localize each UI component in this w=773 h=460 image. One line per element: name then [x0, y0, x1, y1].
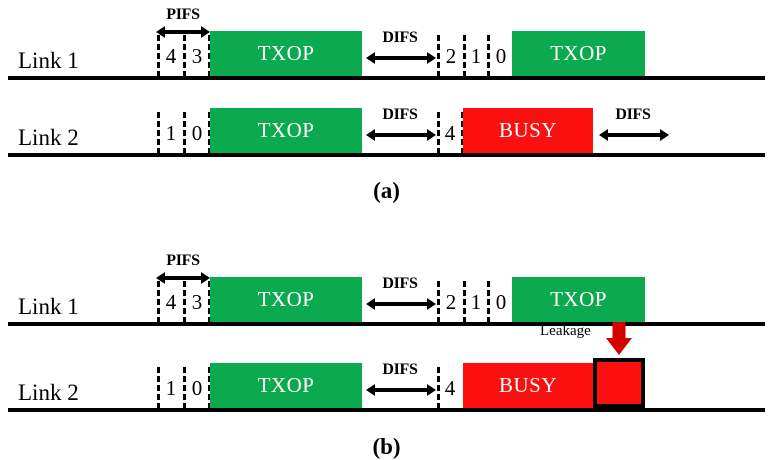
slot-divider [437, 281, 440, 323]
arrow-shaft [372, 133, 430, 137]
arrow-shaft [372, 388, 430, 392]
block-txop-2-link1-a: TXOP [512, 31, 645, 76]
caption-panel-b: (b) [372, 434, 401, 459]
pifs-arrow-link1-b [156, 272, 210, 284]
arrow-shaft [372, 302, 430, 306]
slot-divider [157, 281, 160, 323]
row-label-link2-a: Link 2 [18, 125, 79, 150]
pifs-arrow-link1-a [156, 26, 210, 38]
arrow-head-right [660, 129, 669, 141]
slot-divider [437, 35, 440, 77]
block-txop-link2-b: TXOP [210, 363, 362, 408]
arrow-head-left [366, 52, 375, 64]
arrow-head-right [427, 129, 436, 141]
arrow-tip [606, 338, 632, 355]
slot-number-2: 2 [445, 290, 457, 314]
slot-divider [157, 35, 160, 77]
block-busy-link2-a: BUSY [463, 108, 593, 153]
slot-divider [461, 112, 464, 154]
slot-number-0: 0 [191, 121, 203, 145]
row-label-link2-b: Link 2 [18, 380, 79, 405]
difs-label-link1-b: DIFS [382, 275, 418, 292]
block-txop-1-link1-b: TXOP [210, 277, 362, 322]
slot-number-2: 2 [445, 44, 457, 68]
slot-divider [157, 367, 160, 409]
pifs-label-link1-a: PIFS [166, 6, 200, 23]
slot-number-3: 3 [191, 290, 203, 314]
arrow-head-right [427, 384, 436, 396]
arrow-head-left [366, 384, 375, 396]
slot-divider [463, 35, 466, 77]
panel-a: Link 1 PIFS 4 3 TXOP DIFS [0, 0, 773, 215]
difs-arrow-link1-b [366, 298, 436, 310]
block-txop-1-link1-a: TXOP [210, 31, 362, 76]
slot-number-4: 4 [444, 121, 456, 145]
arrow-head-left [156, 26, 165, 38]
pifs-label-link1-b: PIFS [166, 252, 200, 269]
arrow-shaft [372, 56, 430, 60]
block-txop-link2-a: TXOP [210, 108, 362, 153]
difs-arrow-link1-a [366, 52, 436, 64]
slot-number-1: 1 [165, 121, 177, 145]
leakage-down-arrow-icon [606, 322, 632, 356]
slot-number-1: 1 [165, 376, 177, 400]
row-label-link1-b: Link 1 [18, 294, 79, 319]
slot-divider [208, 367, 211, 409]
arrow-head-right [201, 272, 210, 284]
slot-divider [487, 281, 490, 323]
slot-divider [183, 35, 186, 77]
timeline-axis-link1-a [8, 76, 765, 80]
difs-label-link1-a: DIFS [382, 29, 418, 46]
slot-divider [183, 112, 186, 154]
slot-divider [208, 35, 211, 77]
slot-number-0: 0 [495, 290, 507, 314]
slot-number-0: 0 [191, 376, 203, 400]
panel-b: Link 1 PIFS 4 3 TXOP DIFS [0, 244, 773, 459]
arrow-head-left [156, 272, 165, 284]
row-label-link1-a: Link 1 [18, 48, 79, 73]
block-busy-link2-b: BUSY [463, 363, 593, 408]
timeline-axis-link1-b [8, 322, 765, 326]
slot-divider [437, 367, 440, 409]
arrow-head-right [427, 52, 436, 64]
slot-number-4: 4 [444, 376, 456, 400]
slot-divider [463, 281, 466, 323]
slot-number-1: 1 [470, 290, 482, 314]
slot-divider [157, 112, 160, 154]
caption-panel-a: (a) [373, 178, 400, 203]
slot-divider [208, 112, 211, 154]
arrow-head-left [599, 129, 608, 141]
difs-label-link2-b: DIFS [382, 361, 418, 378]
difs-label-1-link2-a: DIFS [382, 106, 418, 123]
slot-divider [437, 112, 440, 154]
arrow-head-left [366, 298, 375, 310]
arrow-shaft [605, 133, 663, 137]
arrow-shaft [162, 30, 204, 34]
slot-number-1: 1 [470, 44, 482, 68]
block-txop-2-link1-b: TXOP [512, 277, 645, 322]
timeline-axis-link2-b [8, 408, 765, 412]
arrow-stem [612, 322, 626, 338]
arrow-head-left [366, 129, 375, 141]
difs-arrow-link2-b [366, 384, 436, 396]
difs-arrow-2-link2-a [599, 129, 669, 141]
timeline-axis-link2-a [8, 153, 765, 157]
slot-divider [208, 281, 211, 323]
difs-arrow-1-link2-a [366, 129, 436, 141]
slot-number-0: 0 [495, 44, 507, 68]
difs-label-2-link2-a: DIFS [615, 106, 651, 123]
slot-divider [183, 367, 186, 409]
arrow-head-right [427, 298, 436, 310]
block-leakage-link2-b [593, 358, 645, 408]
slot-number-4: 4 [165, 44, 177, 68]
arrow-shaft [162, 276, 204, 280]
slot-number-3: 3 [191, 44, 203, 68]
slot-divider [183, 281, 186, 323]
slot-number-4: 4 [165, 290, 177, 314]
slot-divider [487, 35, 490, 77]
leakage-label: Leakage [540, 323, 591, 339]
arrow-head-right [201, 26, 210, 38]
